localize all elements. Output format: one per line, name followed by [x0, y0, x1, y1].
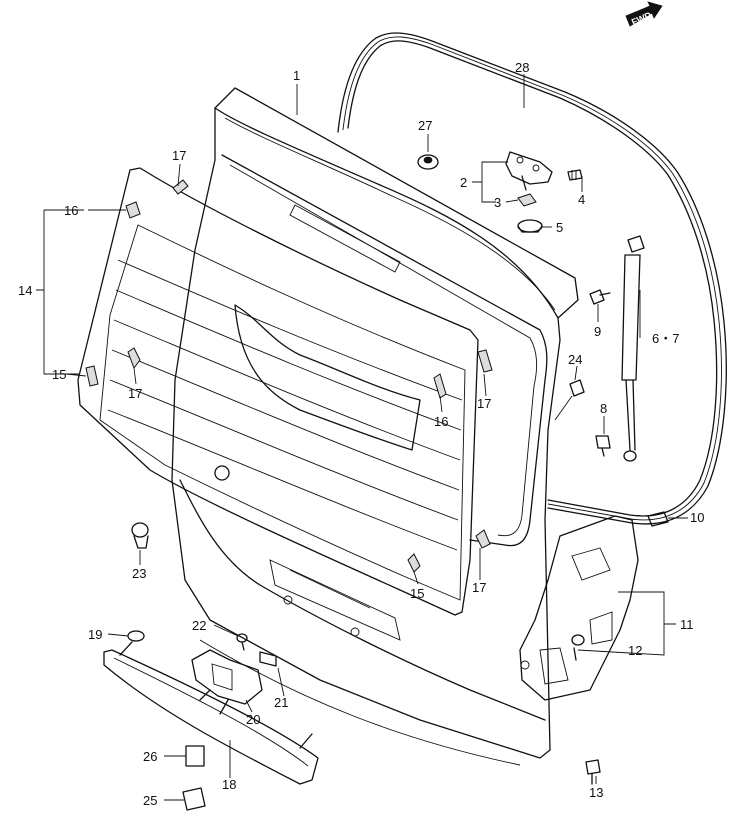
callout-28: 28	[515, 60, 529, 75]
callout-23: 23	[132, 566, 146, 581]
clip-24	[569, 379, 585, 397]
spacer-17-right-upper	[477, 349, 493, 373]
back-door-glass-14	[77, 167, 479, 616]
callout-9: 9	[594, 324, 601, 339]
callout-11: 11	[680, 617, 694, 632]
callout-16-left: 16	[64, 203, 78, 218]
stopper-10	[647, 511, 669, 527]
bolt-19	[127, 630, 145, 642]
callout-13: 13	[589, 785, 603, 800]
callout-17-left: 17	[128, 386, 142, 401]
callout-18: 18	[222, 777, 236, 792]
callout-10: 10	[690, 510, 704, 525]
callout-15-left: 15	[52, 367, 66, 382]
cap-5	[517, 219, 543, 233]
callout-6-7: 6・7	[652, 331, 679, 346]
callout-16-right: 16	[434, 414, 448, 429]
pad-26	[185, 745, 205, 767]
spacer-16-left	[125, 201, 141, 219]
callout-21: 21	[274, 695, 288, 710]
latch-trim-11	[519, 515, 639, 701]
callout-17-top: 17	[172, 148, 186, 163]
bumper-27	[417, 154, 439, 170]
callout-26: 26	[143, 749, 157, 764]
callout-5: 5	[556, 220, 563, 235]
spacer-17-right-lower	[475, 529, 491, 549]
gas-strut-6-7	[621, 235, 645, 462]
callout-20: 20	[246, 712, 260, 727]
callout-17-right: 17	[477, 396, 491, 411]
callout-labels: 1 28 27 17 2 3 4 5 16 14 9 6・7 24 15 17 …	[18, 60, 704, 808]
shim-3	[517, 193, 537, 207]
callout-12: 12	[628, 643, 642, 658]
bolt-4	[567, 169, 583, 181]
screw-22	[236, 633, 248, 651]
callout-8: 8	[600, 401, 607, 416]
pad-25	[182, 787, 206, 811]
callout-25: 25	[143, 793, 157, 808]
callout-1: 1	[293, 68, 300, 83]
bolt-9	[589, 289, 611, 305]
callout-15-lower: 15	[410, 586, 424, 601]
callout-24: 24	[568, 352, 582, 367]
callout-17-lower: 17	[472, 580, 486, 595]
bolt-8	[595, 435, 611, 457]
callout-3: 3	[494, 195, 501, 210]
spacer-17-upper	[172, 179, 189, 195]
license-lamp-20	[191, 649, 263, 715]
callout-22: 22	[192, 618, 206, 633]
callout-27: 27	[418, 118, 432, 133]
screw-12	[571, 634, 585, 661]
fwd-label: FWD	[630, 10, 653, 28]
spacer-15-lower	[407, 553, 421, 573]
callout-19: 19	[88, 627, 102, 642]
grommet-23	[131, 522, 149, 549]
bulb-21	[259, 651, 277, 667]
fwd-arrow-icon: FWD	[625, 1, 663, 28]
spacer-15-left	[85, 365, 99, 387]
spacer-17-left	[127, 347, 141, 370]
garnish-18	[103, 641, 319, 785]
callout-2: 2	[460, 175, 467, 190]
spacer-16-right	[433, 373, 447, 399]
callout-14: 14	[18, 283, 32, 298]
callout-4: 4	[578, 192, 585, 207]
hinge-2	[505, 151, 553, 191]
back-door-panel-1	[171, 87, 579, 766]
leader-lines	[36, 74, 688, 801]
clip-13	[585, 759, 601, 785]
weatherstrip-28	[337, 32, 727, 525]
